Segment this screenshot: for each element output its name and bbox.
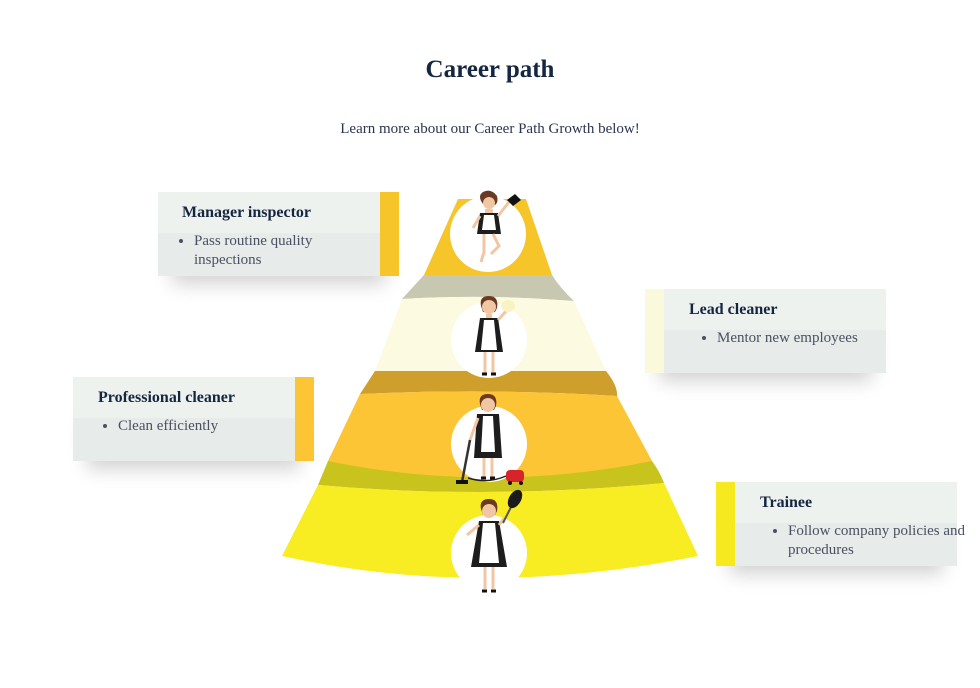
card-bullet: Clean efficiently: [118, 417, 298, 436]
card-trainee: Trainee Follow company policies and proc…: [716, 482, 965, 566]
card-background: [73, 377, 295, 461]
connector-band-2: [360, 371, 618, 396]
maid-duster-icon: [471, 190, 521, 263]
card-accent-bar: [645, 289, 664, 373]
card-bullet: Pass routine quality inspections: [194, 232, 376, 270]
card-manager-inspector: Manager inspector Pass routine quality i…: [158, 192, 399, 276]
card-bullets: Clean efficiently: [100, 417, 298, 436]
card-accent-bar: [380, 192, 399, 276]
card-bullets: Mentor new employees: [699, 329, 867, 348]
card-professional-cleaner: Professional cleaner Clean efficiently: [73, 377, 314, 461]
card-title: Manager inspector: [182, 204, 312, 221]
card-background: [664, 289, 886, 373]
card-title: Trainee: [760, 494, 813, 511]
connector-band-1: [402, 275, 574, 301]
card-title: Professional cleaner: [98, 389, 236, 406]
card-accent-bar: [295, 377, 314, 461]
card-lead-cleaner: Lead cleaner Mentor new employees: [645, 289, 886, 373]
card-background: [158, 192, 380, 276]
card-background: [735, 482, 957, 566]
page-subtitle: Learn more about our Career Path Growth …: [340, 121, 640, 137]
maid-feather-duster-icon: [466, 489, 523, 593]
card-title: Lead cleaner: [689, 301, 778, 318]
card-bullets: Follow company policies and procedures: [770, 522, 970, 560]
card-bullets: Pass routine quality inspections: [176, 232, 376, 270]
card-bullet: Mentor new employees: [717, 329, 867, 348]
maid-cloth-icon: [475, 296, 515, 376]
maid-vacuum-icon: [456, 394, 524, 485]
page-title: Career path: [425, 56, 555, 83]
card-bullet: Follow company policies and procedures: [788, 522, 970, 560]
card-accent-bar: [716, 482, 735, 566]
